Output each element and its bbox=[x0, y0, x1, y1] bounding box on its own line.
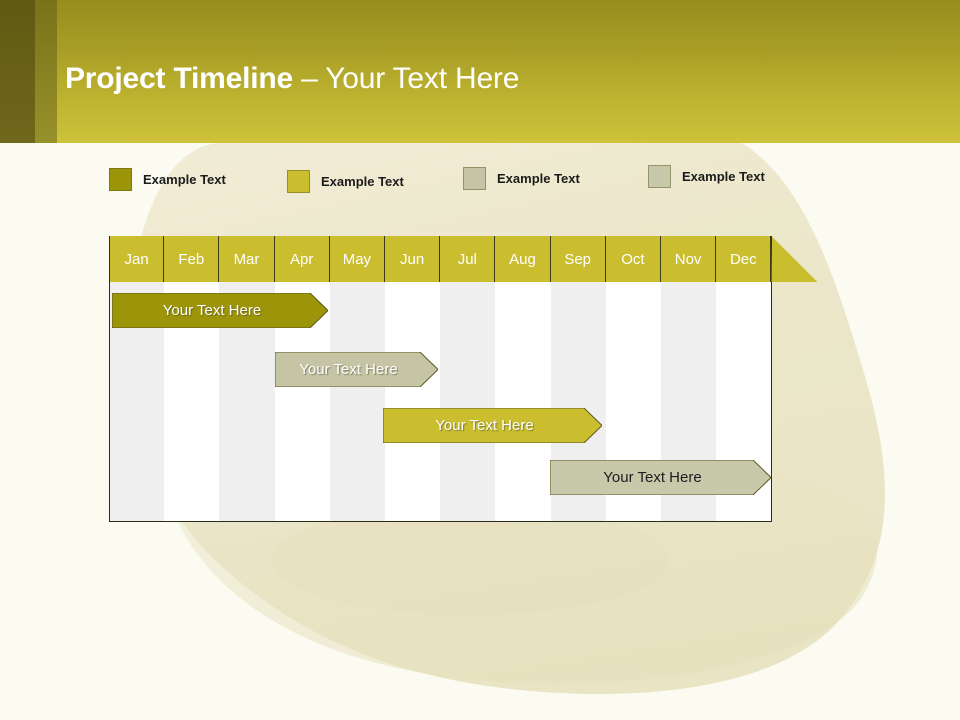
legend-item-label: Example Text bbox=[321, 174, 404, 189]
arrow-head-gold-slab bbox=[771, 236, 818, 282]
month-header-nov[interactable]: Nov bbox=[661, 236, 717, 282]
timeline-column bbox=[495, 236, 551, 522]
legend-swatch-icon bbox=[648, 165, 671, 188]
task-bar-label: Your Text Here bbox=[603, 469, 702, 486]
task-bar-label: Your Text Here bbox=[435, 417, 534, 434]
legend-swatch-icon bbox=[287, 170, 310, 193]
legend-item-4[interactable]: Example Text bbox=[648, 165, 765, 188]
task-bar-4[interactable]: Your Text Here bbox=[550, 460, 771, 495]
task-bar-shape bbox=[550, 460, 771, 495]
month-header-sep[interactable]: Sep bbox=[550, 236, 606, 282]
timeline-column bbox=[219, 236, 275, 522]
task-bar-2[interactable]: Your Text Here bbox=[275, 352, 438, 387]
legend-item-label: Example Text bbox=[682, 169, 765, 184]
task-bar-label: Your Text Here bbox=[299, 361, 398, 378]
header-band-main bbox=[57, 0, 960, 143]
month-header-aug[interactable]: Aug bbox=[495, 236, 551, 282]
legend-item-2[interactable]: Example Text bbox=[287, 170, 404, 193]
task-bar-arrow bbox=[383, 408, 602, 443]
slide-header bbox=[0, 0, 960, 143]
task-bar-arrow bbox=[275, 352, 438, 387]
header-band-mid bbox=[35, 0, 57, 143]
month-header-feb[interactable]: Feb bbox=[164, 236, 220, 282]
page-title-bold: Project Timeline bbox=[65, 62, 293, 95]
timeline-column bbox=[164, 236, 220, 522]
month-header-oct[interactable]: Oct bbox=[605, 236, 661, 282]
month-header-dec[interactable]: Dec bbox=[716, 236, 772, 282]
month-header-apr[interactable]: Apr bbox=[274, 236, 330, 282]
header-band-dark bbox=[0, 0, 35, 143]
timeline-column bbox=[440, 236, 496, 522]
legend-item-1[interactable]: Example Text bbox=[109, 168, 226, 191]
month-header-mar[interactable]: Mar bbox=[219, 236, 275, 282]
page-title: Project Timeline – Your Text Here bbox=[65, 62, 519, 96]
legend: Example Text Example Text Example Text E… bbox=[0, 160, 960, 202]
task-bar-shape bbox=[275, 352, 438, 387]
task-bar-label: Your Text Here bbox=[162, 302, 262, 319]
month-header-may[interactable]: May bbox=[329, 236, 385, 282]
month-header-jul[interactable]: Jul bbox=[440, 236, 496, 282]
month-header-jun[interactable]: Jun bbox=[385, 236, 441, 282]
page-title-light: Your Text Here bbox=[325, 62, 520, 95]
task-bar-arrow bbox=[112, 293, 328, 328]
task-bar-arrow bbox=[550, 460, 771, 495]
legend-swatch-icon bbox=[109, 168, 132, 191]
legend-item-label: Example Text bbox=[143, 172, 226, 187]
legend-item-label: Example Text bbox=[497, 171, 580, 186]
task-bar-3[interactable]: Your Text Here bbox=[383, 408, 602, 443]
task-bar-shape bbox=[383, 408, 602, 443]
month-header-jan[interactable]: Jan bbox=[109, 236, 165, 282]
task-bar-shape bbox=[112, 293, 328, 328]
task-bar-1[interactable]: Your Text Here bbox=[112, 293, 328, 328]
timeline-column bbox=[109, 236, 165, 522]
page-title-separator: – bbox=[293, 62, 326, 95]
legend-swatch-icon bbox=[463, 167, 486, 190]
legend-item-3[interactable]: Example Text bbox=[463, 167, 580, 190]
